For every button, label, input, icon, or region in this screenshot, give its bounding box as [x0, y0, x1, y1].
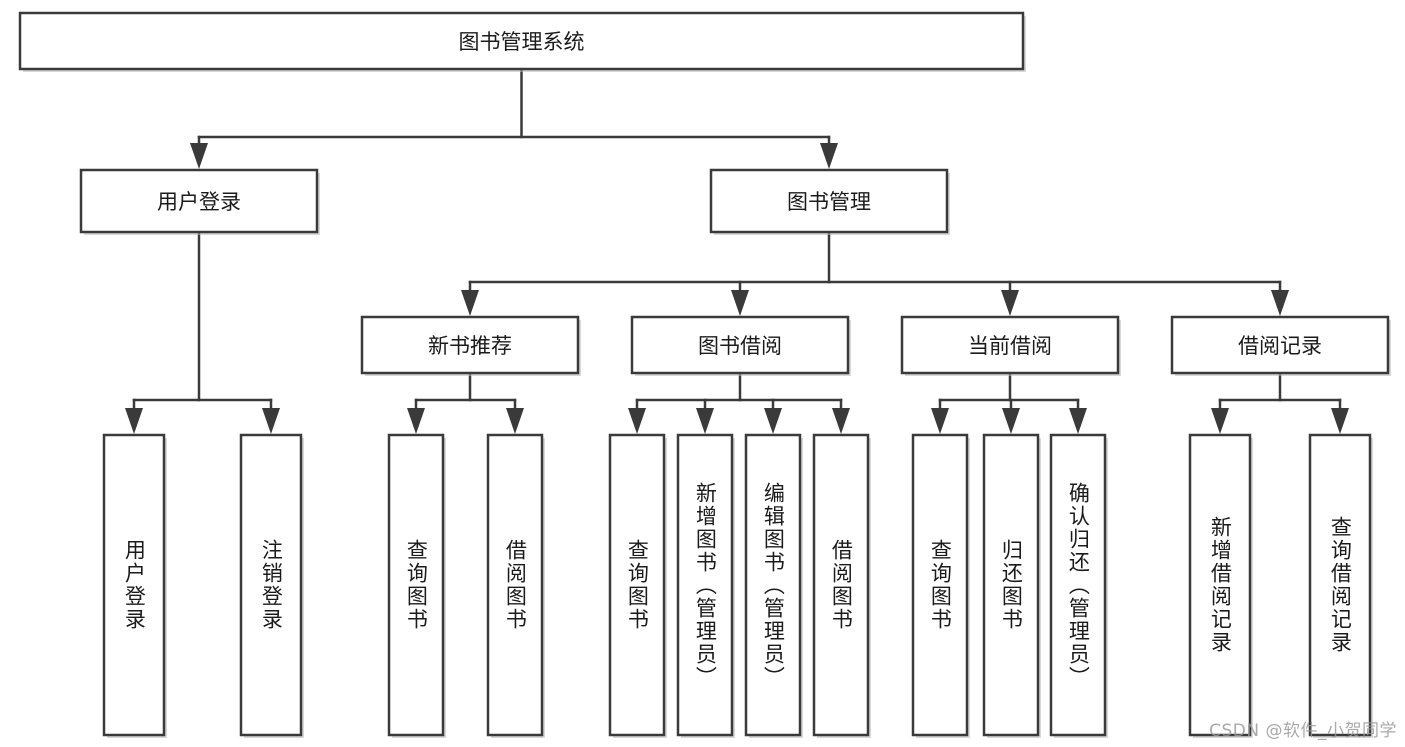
arrow-head-icon	[407, 408, 425, 434]
node-label-borrow-record: 借阅记录	[1238, 334, 1322, 358]
arrow-head-icon	[1211, 408, 1229, 434]
node-box-borrow-book-2[interactable]	[812, 433, 870, 737]
arrow-head-icon	[1331, 408, 1349, 434]
node-box-query-book-2[interactable]	[608, 433, 666, 737]
arrow-head-icon	[731, 290, 749, 316]
node-label-book-borrow: 图书借阅	[698, 334, 782, 358]
arrow-head-icon	[1069, 408, 1087, 434]
arrow-head-icon	[125, 408, 143, 434]
connector-layer	[125, 67, 1349, 434]
node-label-user-login: 用户登录	[157, 190, 241, 214]
node-box-borrow-book-1[interactable]	[486, 433, 544, 737]
node-box-current-borrow[interactable]	[900, 315, 1120, 375]
node-box-user-login[interactable]	[79, 168, 319, 234]
arrow-head-icon	[931, 408, 949, 434]
node-box-book-borrow[interactable]	[630, 315, 850, 375]
node-label-current-borrow: 当前借阅	[968, 334, 1052, 358]
arrow-head-icon	[764, 408, 782, 434]
arrow-head-icon	[190, 143, 208, 169]
arrow-head-icon	[832, 408, 850, 434]
arrow-head-icon	[696, 408, 714, 434]
node-box-user-login-do[interactable]	[102, 433, 166, 737]
node-label-new-book-recommend: 新书推荐	[428, 334, 512, 358]
node-box-add-borrow-record[interactable]	[1188, 433, 1252, 737]
node-box-book-management[interactable]	[709, 168, 949, 234]
node-label-book-management: 图书管理	[787, 190, 871, 214]
watermark-text: CSDN @软件_小贺同学	[1209, 721, 1397, 741]
node-box-add-book-admin[interactable]	[676, 433, 734, 737]
node-box-return-book[interactable]	[982, 433, 1040, 737]
arrow-head-icon	[1001, 290, 1019, 316]
node-box-edit-book-admin[interactable]	[744, 433, 802, 737]
node-box-borrow-record[interactable]	[1170, 315, 1390, 375]
arrow-head-icon	[628, 408, 646, 434]
arrow-head-icon	[1002, 408, 1020, 434]
node-box-query-book-1[interactable]	[387, 433, 445, 737]
node-box-query-borrow-record[interactable]	[1308, 433, 1372, 737]
arrow-head-icon	[1271, 290, 1289, 316]
node-box-layer	[18, 11, 1391, 738]
node-box-query-book-3[interactable]	[911, 433, 969, 737]
arrow-head-icon	[506, 408, 524, 434]
node-box-user-logout[interactable]	[239, 433, 303, 737]
node-box-root[interactable]	[18, 11, 1025, 71]
arrow-head-icon	[820, 143, 838, 169]
arrow-head-icon	[461, 290, 479, 316]
node-box-new-book-recommend[interactable]	[360, 315, 580, 375]
arrow-head-icon	[262, 408, 280, 434]
node-box-confirm-return-admin[interactable]	[1049, 433, 1107, 737]
node-label-root: 图书管理系统	[459, 30, 585, 54]
